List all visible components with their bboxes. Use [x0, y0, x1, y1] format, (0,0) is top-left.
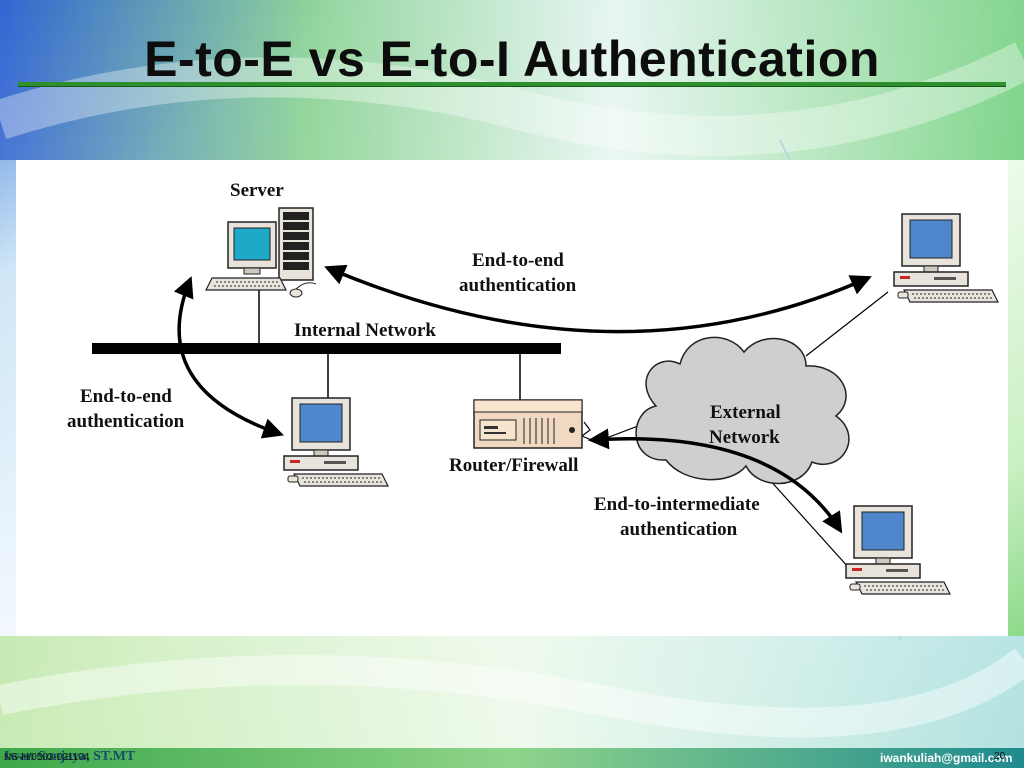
remote-computer-bottom-icon — [845, 505, 951, 595]
e2i-label-line1: End-to-intermediate — [594, 494, 760, 515]
e2e-left-label-line2: authentication — [67, 411, 185, 432]
e2e-top-label-line1: End-to-end — [472, 250, 564, 271]
internal-network-bus — [92, 343, 561, 354]
internal-network-label: Internal Network — [294, 320, 436, 341]
slide-title: E-to-E vs E-to-I Authentication — [144, 31, 880, 87]
server-icon — [205, 207, 317, 298]
remote-computer-top-icon — [893, 213, 999, 303]
cloud-remote-bottom-link — [767, 477, 859, 579]
cloud-remote-top-link — [805, 291, 889, 357]
network-diagram: Server Internal Network End-to-end authe… — [16, 160, 1008, 636]
footer-email: iwankuliah@gmail.com — [880, 751, 1013, 765]
external-network-label-line1: External — [710, 402, 781, 423]
e2i-label-line2: authentication — [620, 519, 738, 540]
footer-page-number: 20 — [994, 751, 1006, 762]
e2i-arrow — [587, 428, 843, 534]
router-firewall-label: Router/Firewall — [449, 455, 579, 476]
title-underline — [18, 82, 1006, 87]
router-icon — [473, 399, 583, 449]
e2e-top-label-line2: authentication — [459, 275, 577, 296]
network-diagram-graphic — [92, 207, 999, 595]
e2e-top-arrow — [324, 264, 872, 334]
server-label: Server — [230, 180, 284, 201]
e2e-left-arrow — [173, 276, 284, 439]
slide-footer: Iwan Sonjaya, ST.MT NS-H/0503-021104 iwa… — [0, 748, 1024, 768]
internal-client-computer-icon — [283, 397, 389, 487]
external-network-label-line2: Network — [709, 427, 780, 448]
footer-author: Iwan Sonjaya, ST.MT — [4, 749, 136, 764]
footer-code: NS-H/0503-021104 — [4, 752, 90, 763]
e2e-left-label-line1: End-to-end — [80, 386, 172, 407]
